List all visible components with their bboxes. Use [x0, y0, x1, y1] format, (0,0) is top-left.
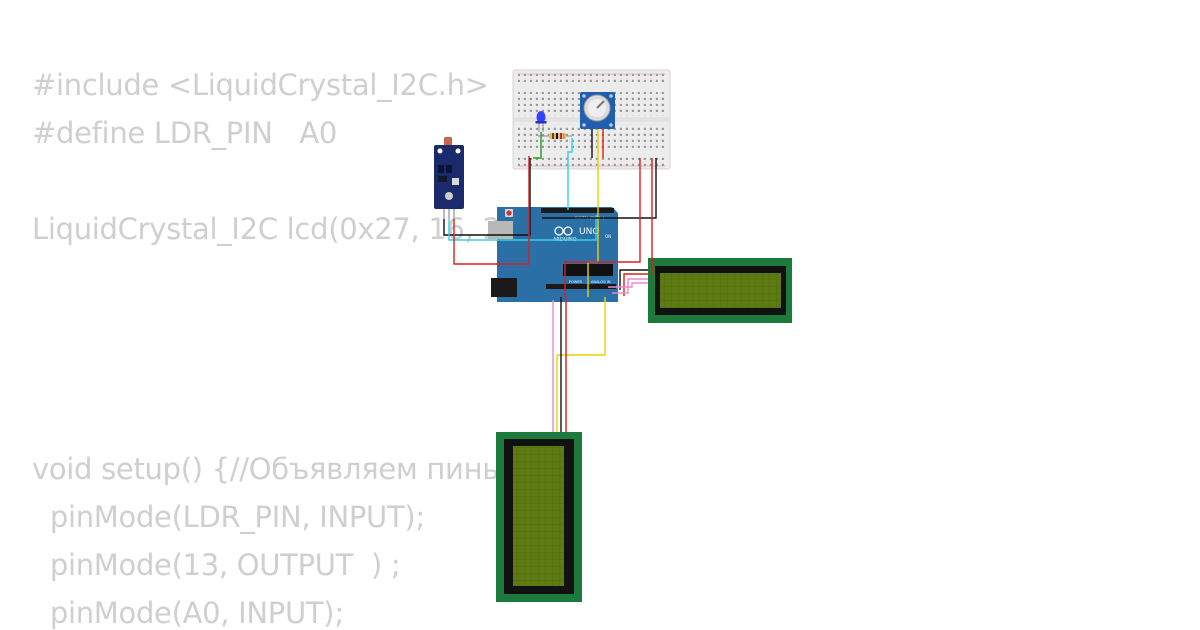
power-jack	[491, 278, 517, 297]
resistor[interactable]	[538, 133, 572, 139]
analog-header-label: ANALOG IN	[591, 280, 611, 284]
wire-rail-gnd	[542, 158, 657, 219]
code-line-11: pinMode(13, OUTPUT ) ;	[32, 548, 401, 582]
wire-lcd2-scl	[557, 297, 606, 356]
digital-header	[541, 208, 614, 213]
code-line-9: void setup() {//Объявляем пины	[32, 452, 505, 486]
lcd-vertical[interactable]	[496, 432, 582, 602]
wires	[443, 129, 657, 432]
usb-port	[488, 221, 513, 239]
wire-ldr-signal	[448, 215, 597, 241]
wire-ldr-gnd	[443, 158, 531, 236]
wire-lcd1-vcc	[623, 273, 648, 296]
ldr-sensor-module[interactable]	[434, 137, 464, 219]
code-line-2: #define LDR_PIN A0	[32, 116, 338, 150]
wire-rail-vcc	[564, 158, 641, 297]
wire-lcd1-gnd	[619, 269, 648, 290]
lcd-horizontal[interactable]	[648, 258, 792, 323]
wire-resistor	[567, 138, 573, 210]
blue-led[interactable]	[535, 111, 547, 132]
code-line-1: #include <LiquidCrystal_I2C.h>	[32, 68, 489, 102]
wire-lcd1-sda	[612, 278, 648, 294]
wire-ldr-vcc	[453, 156, 530, 265]
wire-lcd1-scl	[608, 282, 648, 288]
analog-power-header	[546, 284, 616, 289]
wire-led	[533, 132, 542, 159]
on-led-label: ON	[605, 234, 611, 239]
potentiometer-module[interactable]	[580, 92, 615, 129]
code-line-12: pinMode(A0, INPUT);	[32, 596, 344, 630]
code-line-10: pinMode(LDR_PIN, INPUT);	[32, 500, 425, 534]
power-header-label: POWER	[569, 280, 583, 284]
board-model-label: UNO	[579, 227, 599, 237]
